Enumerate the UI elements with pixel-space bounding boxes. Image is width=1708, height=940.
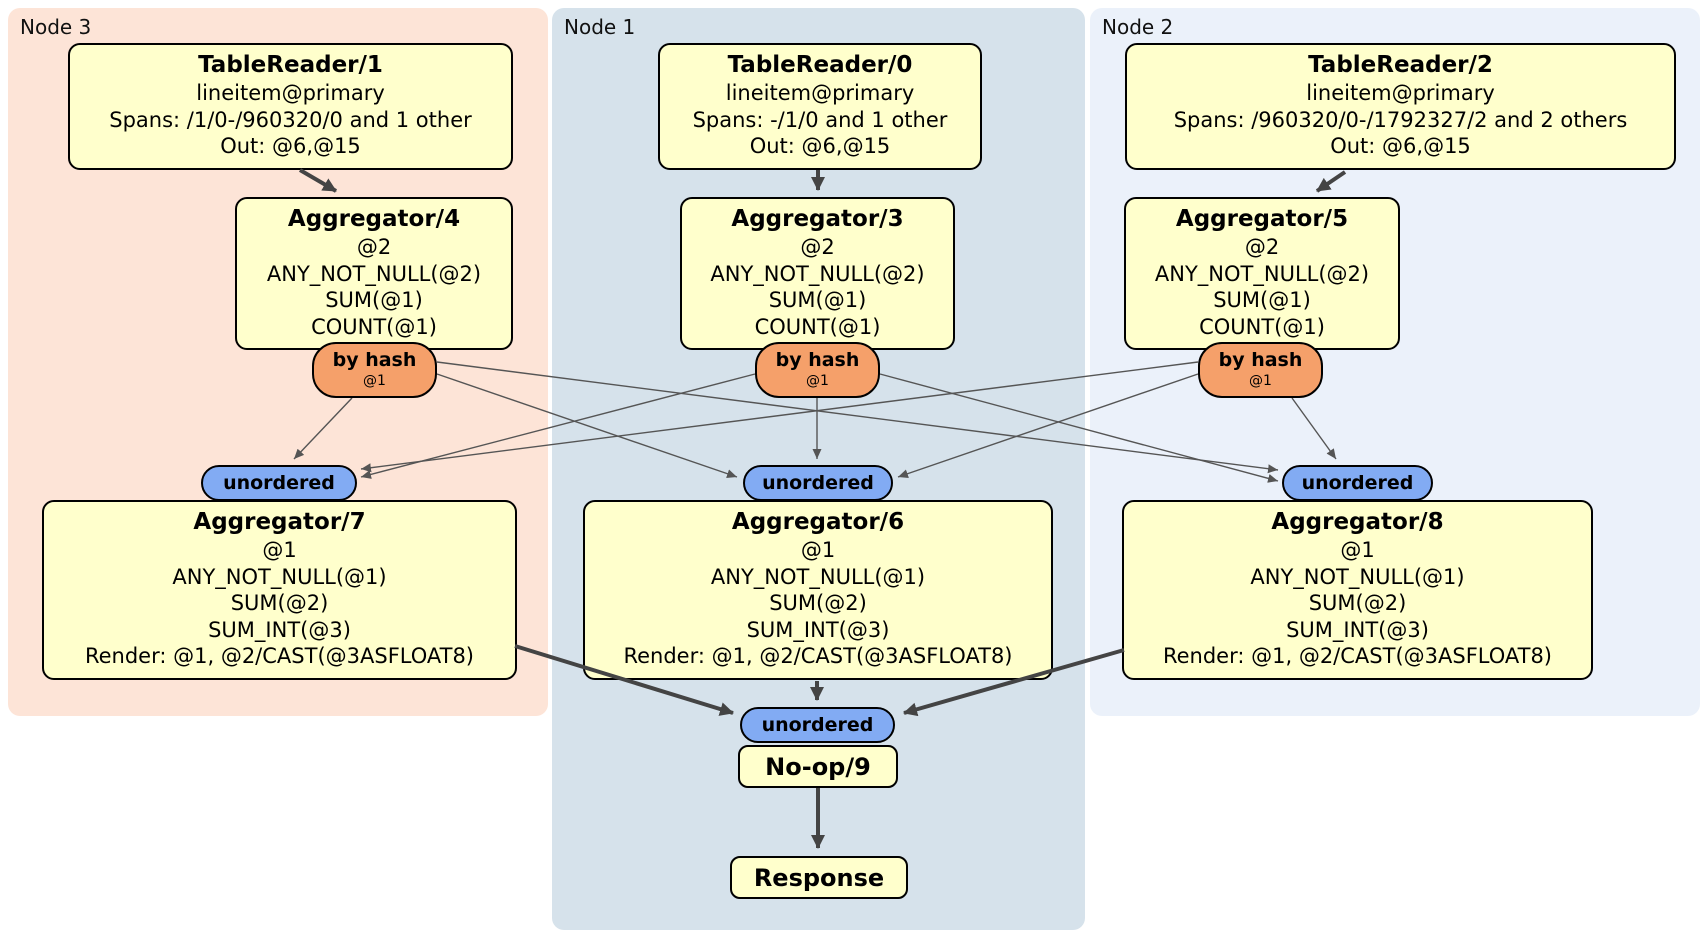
node3-label: Node 3 (20, 15, 92, 39)
processor-detail: SUM(@2) (230, 591, 329, 615)
processor-detail: Render: @1, @2/CAST(@3ASFLOAT8) (84, 644, 475, 668)
processor-title: TableReader/0 (727, 52, 913, 78)
router-columns: @1 (1249, 373, 1272, 389)
sync-label: unordered (761, 714, 874, 736)
processor-detail: Render: @1, @2/CAST(@3ASFLOAT8) (623, 644, 1013, 668)
processor-detail: lineitem@primary (196, 81, 385, 105)
processor-detail: ANY_NOT_NULL(@2) (710, 261, 925, 286)
processor-detail: Spans: -/1/0 and 1 other (692, 107, 948, 132)
router-by-hash-1: by hash @1 (312, 342, 437, 398)
processor-title: TableReader/1 (198, 52, 383, 78)
processor-detail: SUM_INT(@3) (208, 617, 351, 642)
processor-title: Aggregator/4 (287, 206, 461, 232)
processor-detail: SUM_INT(@3) (746, 617, 890, 642)
processor-detail: Render: @1, @2/CAST(@3ASFLOAT8) (1162, 644, 1553, 668)
sync-label: unordered (223, 472, 335, 494)
processor-title: No-op/9 (765, 752, 871, 781)
processor-detail: ANY_NOT_NULL(@1) (1250, 564, 1465, 589)
processor-title: Response (753, 863, 885, 892)
router-label: by hash (775, 349, 860, 371)
processor-title: TableReader/2 (1308, 52, 1493, 78)
sync-unordered-3: unordered (1282, 465, 1433, 501)
processor-detail: ANY_NOT_NULL(@1) (172, 564, 387, 589)
sync-label: unordered (762, 472, 874, 494)
processor-title: Aggregator/8 (1271, 509, 1444, 535)
sync-label: unordered (1301, 472, 1414, 494)
node1-label: Node 1 (564, 15, 636, 39)
processor-detail: SUM(@2) (769, 591, 867, 615)
processor-detail: @2 (1244, 235, 1280, 259)
processor-title: Aggregator/6 (731, 509, 905, 535)
sync-unordered-final: unordered (740, 707, 895, 743)
router-label: by hash (332, 349, 417, 371)
processor-detail: ANY_NOT_NULL(@2) (1154, 261, 1370, 286)
processor-aggregator-6: Aggregator/6 @1 ANY_NOT_NULL(@1) SUM(@2)… (583, 500, 1053, 680)
node2-label: Node 2 (1102, 15, 1174, 39)
processor-aggregator-8: Aggregator/8 @1 ANY_NOT_NULL(@1) SUM(@2)… (1122, 500, 1593, 680)
router-label: by hash (1218, 349, 1303, 371)
processor-aggregator-5: Aggregator/5 @2 ANY_NOT_NULL(@2) SUM(@1)… (1124, 197, 1400, 350)
processor-detail: lineitem@primary (1306, 81, 1495, 105)
processor-detail: SUM(@1) (768, 288, 867, 312)
sync-unordered-1: unordered (201, 465, 357, 501)
processor-detail: SUM(@2) (1308, 591, 1407, 615)
processor-detail: @1 (800, 538, 836, 562)
processor-detail: Out: @6,@15 (220, 134, 361, 158)
processor-detail: SUM(@1) (325, 288, 423, 312)
processor-detail: @2 (800, 235, 835, 259)
processor-title: Aggregator/7 (193, 509, 366, 535)
processor-detail: COUNT(@1) (311, 314, 437, 339)
processor-detail: COUNT(@1) (1199, 314, 1325, 339)
processor-detail: Spans: /960320/0-/1792327/2 and 2 others (1173, 107, 1628, 132)
sync-unordered-2: unordered (743, 465, 893, 501)
processor-aggregator-4: Aggregator/4 @2 ANY_NOT_NULL(@2) SUM(@1)… (235, 197, 513, 350)
processor-detail: ANY_NOT_NULL(@2) (266, 261, 482, 286)
processor-detail: @1 (262, 538, 297, 562)
processor-title: Aggregator/5 (1175, 206, 1349, 232)
processor-detail: Spans: /1/0-/960320/0 and 1 other (109, 107, 472, 132)
processor-detail: ANY_NOT_NULL(@1) (710, 564, 926, 589)
router-by-hash-2: by hash @1 (755, 342, 880, 398)
processor-detail: @2 (356, 235, 392, 259)
processor-detail: COUNT(@1) (754, 314, 881, 339)
processor-title: Aggregator/3 (731, 206, 904, 232)
processor-detail: lineitem@primary (725, 81, 915, 105)
processor-detail: SUM(@1) (1213, 288, 1311, 312)
processor-detail: SUM_INT(@3) (1286, 617, 1429, 642)
processor-tablereader-0: TableReader/0 lineitem@primary Spans: -/… (658, 43, 982, 170)
processor-aggregator-3: Aggregator/3 @2 ANY_NOT_NULL(@2) SUM(@1)… (680, 197, 955, 350)
processor-noop-9: No-op/9 (738, 745, 898, 788)
router-columns: @1 (806, 373, 829, 389)
processor-response: Response (730, 856, 908, 899)
processor-detail: @1 (1340, 538, 1375, 562)
processor-detail: Out: @6,@15 (1330, 134, 1471, 158)
processor-tablereader-2: TableReader/2 lineitem@primary Spans: /9… (1125, 43, 1676, 170)
processor-detail: Out: @6,@15 (749, 134, 891, 158)
processor-tablereader-1: TableReader/1 lineitem@primary Spans: /1… (68, 43, 513, 170)
router-by-hash-3: by hash @1 (1198, 342, 1323, 398)
router-columns: @1 (363, 373, 386, 389)
processor-aggregator-7: Aggregator/7 @1 ANY_NOT_NULL(@1) SUM(@2)… (42, 500, 517, 680)
